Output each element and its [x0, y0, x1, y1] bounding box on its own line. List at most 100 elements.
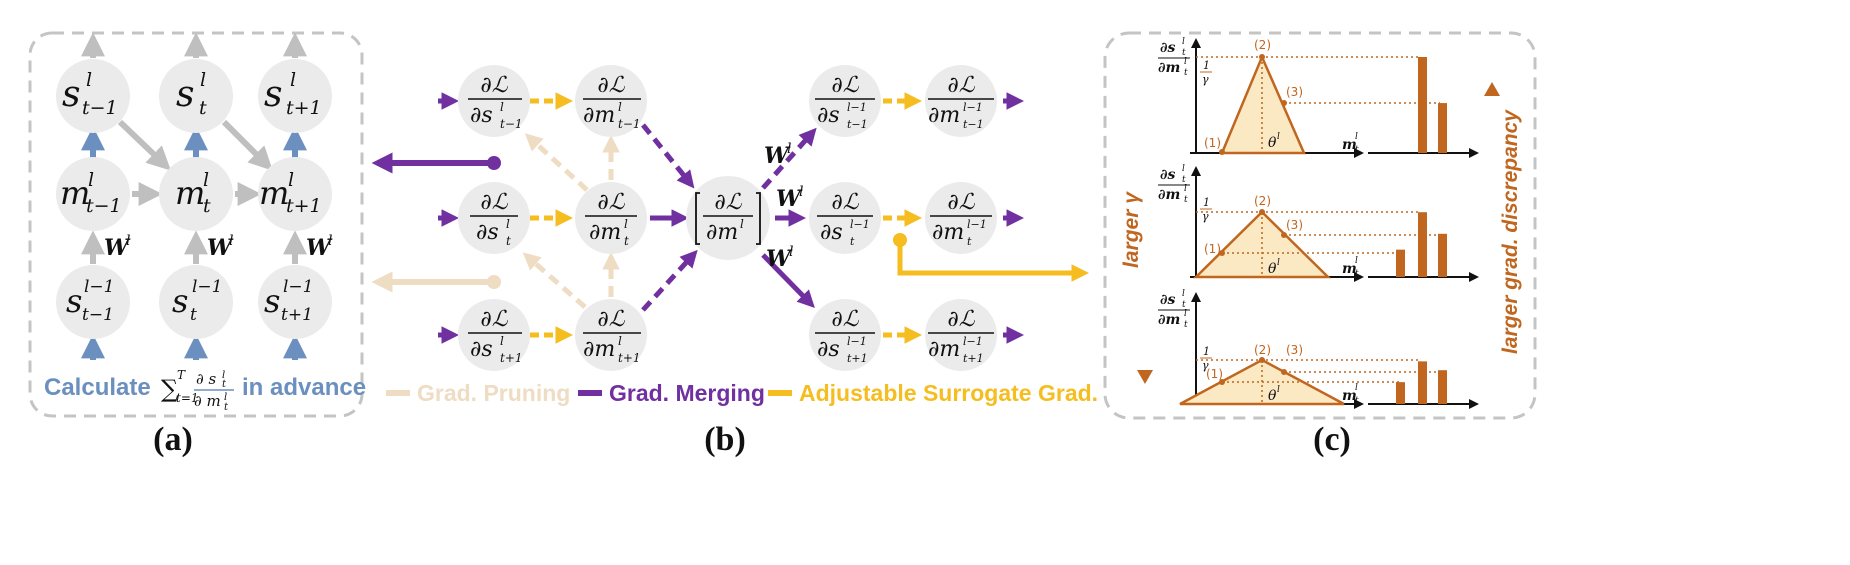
svg-text:l: l	[500, 334, 504, 348]
node-m-l-t-minus-1: m l t−1	[56, 157, 130, 231]
svg-text:θ: θ	[1268, 135, 1277, 151]
svg-text:t+1: t+1	[618, 351, 641, 365]
svg-text:larger grad. discrepancy: larger grad. discrepancy	[1499, 109, 1522, 354]
svg-text:l−1: l−1	[192, 277, 223, 297]
svg-text:m: m	[60, 174, 90, 212]
grad-node-ds-t-minus-1: ∂ℒ ∂s l t−1	[458, 65, 530, 137]
panel-b-arrows	[438, 92, 1024, 344]
svg-text:(1): (1)	[1204, 136, 1221, 150]
node-m-l-t: m l t	[159, 157, 233, 231]
svg-text:larger γ: larger γ	[1120, 191, 1143, 268]
svg-text:t−1: t−1	[500, 117, 523, 131]
svg-text:t−1: t−1	[82, 305, 114, 325]
svg-text:∂ℒ: ∂ℒ	[480, 73, 508, 98]
svg-text:l: l	[1184, 184, 1187, 194]
svg-text:s: s	[66, 282, 82, 320]
svg-text:θ: θ	[1268, 388, 1277, 404]
svg-text:∂ℒ: ∂ℒ	[831, 190, 859, 215]
svg-text:l: l	[328, 233, 332, 249]
svg-text:(3): (3)	[1286, 218, 1303, 232]
svg-text:∂s: ∂s	[476, 220, 499, 245]
svg-text:l−1: l−1	[847, 335, 867, 348]
svg-text:∂ℒ: ∂ℒ	[831, 73, 859, 98]
larger-gamma-indicator: larger γ	[1120, 80, 1153, 384]
svg-text:t: t	[506, 234, 511, 248]
legend: Grad. Pruning Grad. Merging Adjustable S…	[386, 380, 1098, 406]
svg-text:l: l	[618, 334, 622, 348]
weight-label-b3: W l	[766, 244, 793, 272]
svg-text:t: t	[1355, 396, 1359, 406]
svg-text:∂s: ∂s	[1160, 40, 1175, 56]
svg-text:T: T	[177, 368, 186, 382]
weight-label-2: W l	[207, 233, 234, 261]
svg-text:t+1: t+1	[963, 352, 984, 365]
svg-text:W: W	[306, 235, 333, 261]
svg-text:s: s	[172, 282, 188, 320]
svg-text:t: t	[1182, 48, 1186, 58]
surrogate-triangle-1	[1220, 53, 1306, 155]
weight-label-b1: W l	[764, 141, 791, 169]
svg-text:l: l	[618, 100, 622, 114]
legend-item-surrogate: Adjustable Surrogate Grad.	[768, 380, 1098, 406]
svg-text:t: t	[1355, 145, 1359, 155]
svg-text:t: t	[224, 402, 229, 413]
legend-item-merging: Grad. Merging	[578, 380, 765, 406]
svg-text:∂ℒ: ∂ℒ	[480, 190, 508, 215]
surrogate-plot-2: ∂s l t ∂m l t (1) (2) (3) θ l	[1158, 164, 1479, 282]
node-s-l-1-t: s l−1 t	[159, 265, 233, 339]
svg-text:W: W	[104, 235, 131, 261]
precompute-note: Calculate ∑ T t=1 ∂ s t l ∂ m t l in adv…	[44, 368, 366, 413]
svg-text:t−1: t−1	[86, 195, 122, 217]
svg-text:l: l	[126, 233, 130, 249]
svg-text:1: 1	[1203, 196, 1210, 209]
svg-text:m: m	[1342, 137, 1357, 153]
svg-text:t: t	[1182, 175, 1186, 185]
node-m-l-t-plus-1: m l t+1	[258, 157, 332, 231]
svg-text:l: l	[1355, 383, 1358, 393]
surrogate-triangle-2	[1192, 210, 1332, 279]
svg-text:∂m: ∂m	[928, 337, 960, 362]
grad-node-dm-prev-t-plus-1: ∂ℒ ∂m l−1 t+1	[925, 299, 997, 371]
svg-text:l: l	[288, 169, 294, 191]
svg-text:(3): (3)	[1286, 343, 1303, 357]
svg-text:Grad. Pruning: Grad. Pruning	[417, 380, 570, 406]
svg-text:(2): (2)	[1254, 194, 1271, 208]
svg-text:∂ℒ: ∂ℒ	[597, 73, 625, 98]
one-over-gamma-1: 1 γ	[1200, 59, 1212, 86]
svg-text:t: t	[967, 235, 972, 248]
theta-label-1: θ l	[1268, 132, 1280, 151]
svg-text:∂m: ∂m	[589, 220, 621, 245]
node-s-l-1-t-minus-1: s l−1 t−1	[56, 265, 130, 339]
svg-text:Adjustable Surrogate Grad.: Adjustable Surrogate Grad.	[799, 380, 1098, 406]
svg-text:t: t	[199, 97, 207, 119]
svg-text:l: l	[1182, 289, 1185, 299]
y-axis-label-1: ∂s l t ∂m l t	[1158, 37, 1190, 78]
svg-text:∂s: ∂s	[820, 220, 843, 245]
grad-discrepancy-indicator: larger grad. discrepancy	[1484, 82, 1522, 385]
svg-text:∂ℒ: ∂ℒ	[947, 73, 975, 98]
grad-node-dm-t-plus-1: ∂ℒ ∂m l t+1	[575, 299, 647, 371]
y-axis-label-3: ∂s l t ∂m l t	[1158, 289, 1190, 330]
svg-text:W: W	[764, 143, 791, 169]
svg-text:l: l	[200, 69, 206, 91]
grad-node-dm-t-minus-1: ∂ℒ ∂m l t−1	[575, 65, 647, 137]
grad-node-ds-prev-t: ∂ℒ ∂s l−1 t	[809, 182, 881, 254]
svg-text:m: m	[1342, 261, 1357, 277]
svg-text:γ: γ	[1202, 359, 1209, 372]
svg-text:s: s	[264, 74, 282, 115]
caption-a: (a)	[153, 421, 193, 458]
svg-text:l: l	[86, 69, 92, 91]
panel-a: s l t−1 s l t s l t+1 m l t−1 m l t	[28, 31, 366, 458]
svg-text:Calculate: Calculate	[44, 374, 151, 401]
svg-text:l: l	[1182, 37, 1185, 47]
svg-text:l: l	[1355, 256, 1358, 266]
x-axis-label-1: m l t	[1342, 132, 1359, 155]
svg-text:l−1: l−1	[963, 101, 983, 114]
svg-text:s: s	[176, 74, 194, 115]
svg-text:∂m: ∂m	[583, 337, 615, 362]
node-s-l-t-plus-1: s l t+1	[258, 59, 332, 133]
svg-text:l: l	[1277, 385, 1280, 395]
theta-label-3: θ l	[1268, 385, 1280, 404]
svg-text:l: l	[222, 370, 225, 381]
